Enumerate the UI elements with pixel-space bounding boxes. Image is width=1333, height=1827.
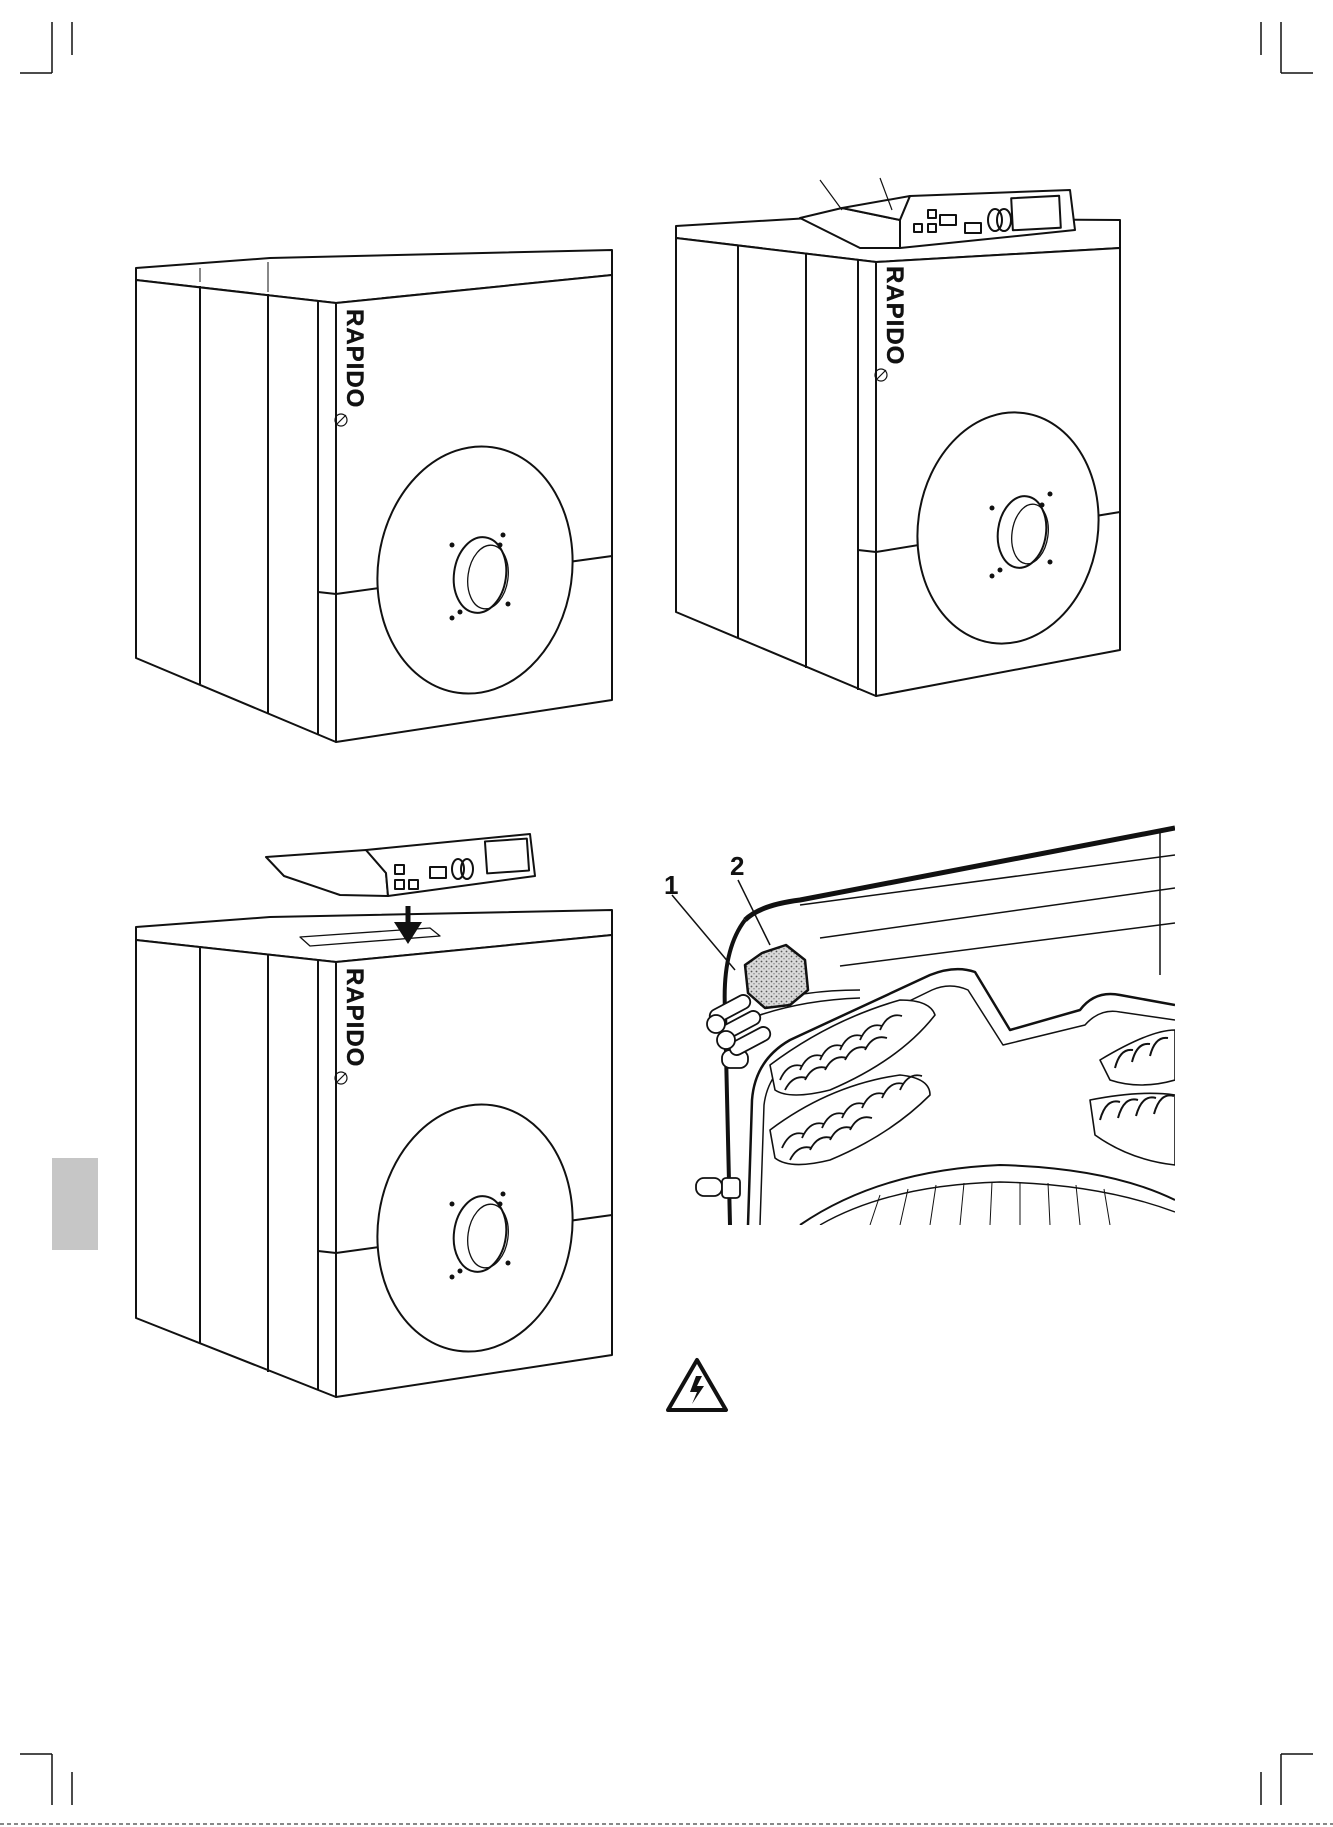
page-bottom-rule	[0, 0, 1333, 1827]
manual-page: RAPIDO	[0, 0, 1333, 1827]
